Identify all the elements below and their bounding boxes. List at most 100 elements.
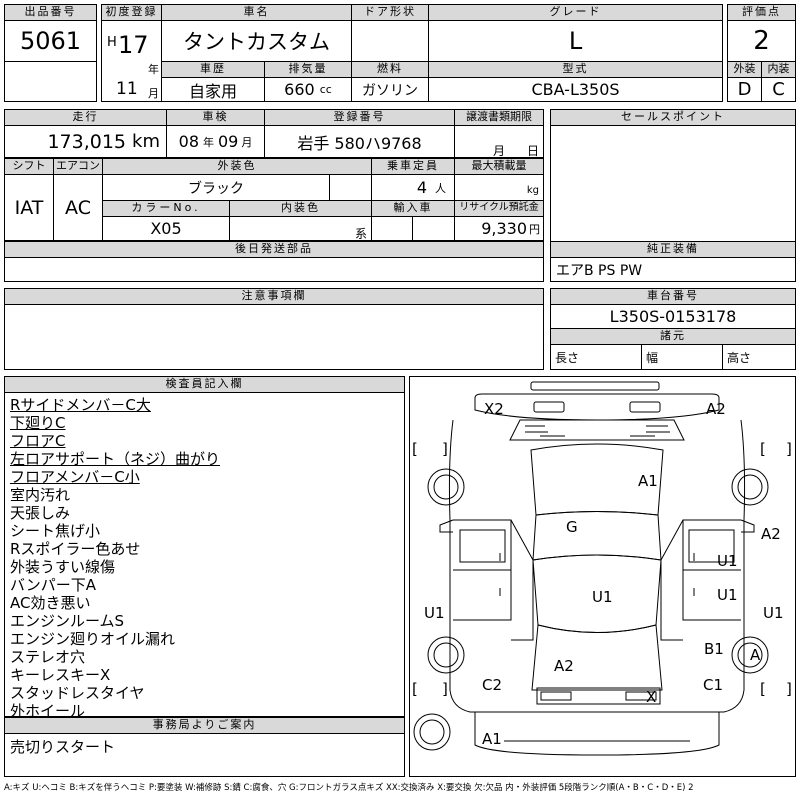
month-unit: 月	[148, 87, 159, 100]
interior-color-cell: 系	[229, 216, 372, 241]
roof-shape	[530, 443, 664, 516]
inspector-line: エンジンルームS	[10, 612, 125, 630]
spare-tire-inner	[419, 719, 445, 745]
wheel-rear-left	[427, 468, 465, 506]
notes-cell	[4, 304, 544, 370]
transfer-deadline-cell: 月 日	[454, 125, 544, 158]
grade-label: グレード	[428, 4, 723, 21]
inspector-line: 外ホイール	[10, 702, 86, 720]
displacement-cell: 660 cc	[264, 77, 352, 102]
door-handles	[499, 553, 695, 596]
width-label: 幅	[646, 350, 659, 365]
max-load-cell: kg	[454, 174, 544, 201]
capacity-cell: 4 人	[371, 174, 455, 201]
car-name-cell: タントカスタム	[161, 20, 352, 62]
lot-blank-cell	[4, 61, 97, 102]
inspector-line: フロアC	[10, 432, 66, 450]
inspector-line: 天張しみ	[10, 504, 71, 522]
history-value: 自家用	[188, 81, 237, 101]
length-cell: 長さ	[550, 344, 642, 370]
exterior-color-cell: ブラック	[102, 174, 330, 201]
shift-value: IAT	[14, 196, 44, 219]
score-label: 評価点	[727, 4, 796, 21]
color-no-label: カラーNo.	[102, 200, 230, 217]
color-no-cell: X05	[102, 216, 230, 241]
rear-glass-shape	[509, 419, 685, 441]
wheel-front-left-inner	[433, 642, 459, 668]
import-label: 輸入車	[371, 200, 455, 217]
equipment-value: エアB PS PW	[556, 262, 643, 279]
inspector-label: 検査員記入欄	[4, 376, 405, 393]
front-bumper-bottom	[474, 711, 720, 756]
rear-glass-lines	[525, 425, 670, 433]
first-reg-year: 17	[118, 31, 149, 59]
left-pillar	[510, 519, 534, 641]
max-load-label: 最大積載量	[454, 158, 544, 175]
inspection-month-unit: 月	[241, 135, 253, 149]
inspector-line: Rスポイラー色あせ	[10, 540, 141, 558]
registration-label: 登録番号	[264, 109, 455, 126]
rear-lamp-right	[629, 401, 661, 413]
shift-cell: IAT	[4, 174, 54, 241]
later-parts-cell	[4, 257, 544, 282]
aircon-label: エアコン	[53, 158, 103, 175]
max-load-unit: kg	[526, 185, 539, 196]
spare-tire	[413, 713, 451, 751]
grade-cell: L	[428, 20, 723, 62]
transfer-day-unit: 日	[527, 144, 540, 158]
legend: A:キズ U:ヘコミ B:キズを伴うヘコミ P:要塗装 W:補修跡 S:錆 C:…	[4, 783, 694, 793]
exterior-color-label: 外装色	[102, 158, 372, 175]
inspector-line: フロアメンバ－C小	[10, 468, 140, 486]
sales-points-cell	[550, 125, 796, 242]
height-cell: 高さ	[722, 344, 796, 370]
front-bumper-shape	[531, 624, 663, 691]
mileage-label: 走行	[4, 109, 167, 126]
inspection-label: 車検	[166, 109, 265, 126]
grade-value: L	[568, 27, 583, 55]
side-windows	[459, 529, 735, 563]
interior-grade-label: 内装	[761, 61, 796, 78]
chassis-value: L350S-0153178	[609, 307, 737, 326]
inspector-line: 下廻りC	[10, 414, 66, 432]
inspector-line: AC効き悪い	[10, 594, 91, 612]
import-cell-1	[371, 216, 413, 241]
inspector-line: 左ロアサポート（ネジ）曲がり	[10, 450, 221, 468]
body-outline	[448, 419, 746, 713]
headlamp-left	[540, 691, 572, 701]
recycle-label: リサイクル預託金	[454, 200, 544, 217]
fuel-cell: ガソリン	[351, 77, 429, 102]
lot-number-label: 出品番号	[4, 4, 97, 21]
interior-grade: C	[772, 79, 785, 100]
mileage-cell: 173,015 km	[4, 125, 167, 158]
exterior-grade-label: 外装	[727, 61, 762, 78]
interior-grade-cell: C	[761, 77, 796, 102]
score-value: 2	[753, 26, 770, 56]
windshield-shape	[532, 511, 662, 561]
sales-points-label: セールスポイント	[550, 109, 796, 126]
wheel-rear-right-inner	[737, 474, 763, 500]
length-label: 長さ	[555, 350, 580, 365]
first-registration-label: 初度登録	[101, 4, 162, 21]
wheel-rear-left-inner	[433, 474, 459, 500]
equipment-cell: エアB PS PW	[550, 257, 796, 282]
interior-color-unit: 系	[354, 227, 367, 241]
score-cell: 2	[727, 20, 796, 62]
chassis-cell: L350S-0153178	[550, 304, 796, 329]
door-cell	[351, 20, 429, 62]
registration-value: 岩手 580ハ9768	[297, 133, 422, 153]
wheel-rear-right	[731, 468, 769, 506]
inspector-line: 外装うすい線傷	[10, 558, 116, 576]
color-no-value: X05	[150, 219, 182, 238]
capacity-unit: 人	[435, 181, 446, 195]
era: H	[107, 35, 117, 50]
wheel-front-left	[427, 636, 465, 674]
front-grille-shape	[536, 687, 661, 705]
interior-color-label: 内装色	[229, 200, 372, 217]
exterior-color-extra-cell	[329, 174, 372, 201]
inspection-year: 08	[178, 132, 199, 151]
inspection-month: 09	[218, 132, 239, 151]
side-mirrors	[439, 519, 755, 533]
height-label: 高さ	[727, 350, 752, 365]
import-cell-2	[412, 216, 455, 241]
